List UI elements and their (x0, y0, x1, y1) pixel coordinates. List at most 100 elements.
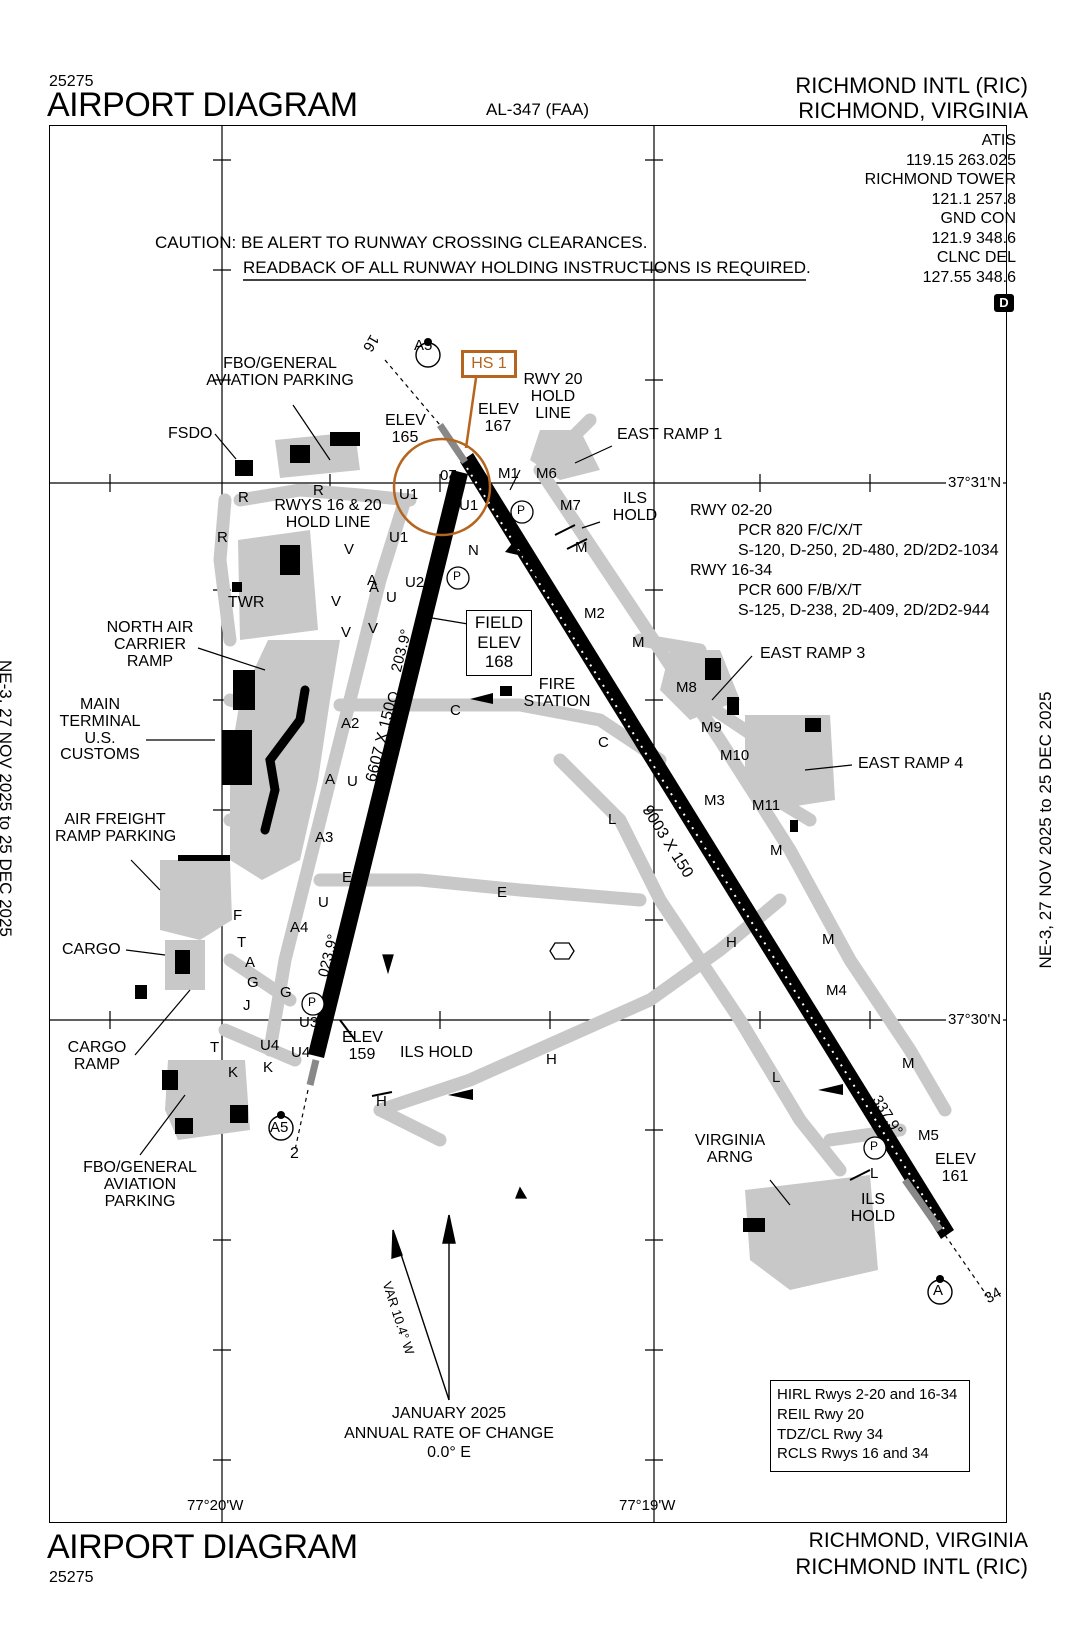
taxiway-U-3: U (318, 894, 329, 911)
runways (308, 453, 954, 1239)
taxiway-M3: M3 (704, 792, 725, 809)
taxiway-H-west: H (376, 1093, 387, 1110)
airport-name-bottom: RICHMOND INTL (RIC) (795, 1554, 1028, 1579)
taxiway-R-3: R (217, 529, 228, 546)
hotspot-circle (392, 437, 492, 537)
east-ramp-1: EAST RAMP 1 (617, 426, 723, 443)
atis-label: ATIS (981, 132, 1016, 149)
taxiway-G-2: G (280, 984, 292, 1001)
caution-line-2: READBACK OF ALL RUNWAY HOLDING INSTRUCTI… (243, 258, 811, 277)
caution-line-1: CAUTION: BE ALERT TO RUNWAY CROSSING CLE… (155, 233, 648, 252)
virginia-arng: VIRGINIA ARNG (694, 1132, 766, 1166)
taxiway-M9: M9 (701, 719, 722, 736)
taxiway-V-4: V (368, 620, 379, 637)
taxiway-A-circle: A (933, 1282, 944, 1299)
taxiway-E-west: E (342, 869, 353, 886)
rwys-16-20-hold-line: RWYS 16 & 20 HOLD LINE (274, 497, 382, 531)
taxiway-U1-east: U1 (459, 497, 479, 514)
main-terminal-customs: MAIN TERMINAL U.S. CUSTOMS (59, 696, 141, 764)
leader-lines (125, 404, 853, 1206)
taxiway-R-1: R (313, 482, 324, 499)
tower-freq: 121.1 257.8 (931, 190, 1016, 208)
taxiway-H-east: H (726, 934, 737, 951)
taxiway-L-2: L (772, 1069, 781, 1086)
taxiway-E: E (497, 884, 508, 901)
lon-west: 77°20'W (187, 1497, 244, 1514)
taxiway-U4-2: U4 (291, 1044, 311, 1061)
taxiway-U2: U2 (405, 574, 425, 591)
symbols (382, 942, 575, 1199)
hotspot-hs1[interactable]: HS 1 (461, 350, 517, 378)
taxiway-T: T (210, 1039, 220, 1056)
taxiway-U-1: U (386, 589, 397, 606)
title-bottom: AIRPORT DIAGRAM (47, 1528, 358, 1566)
taxiway-A: A (325, 771, 336, 788)
rwy2-title: RWY 16-34 (690, 562, 773, 579)
doc-number-bottom: 25275 (49, 1569, 94, 1586)
fire-station: FIRE STATION (523, 676, 591, 710)
chart-frame (49, 125, 1007, 1523)
taxiway-M4: M4 (826, 982, 847, 999)
ils-hold-southwest: ILS HOLD (400, 1044, 473, 1061)
lon-east: 77°19'W (619, 1497, 676, 1514)
taxiway-V-3: V (341, 624, 352, 641)
taxiway-M7: M7 (560, 497, 581, 514)
taxiway-M2: M2 (584, 605, 605, 622)
terminal-concourse (260, 685, 310, 835)
clnc-label: CLNC DEL (936, 249, 1016, 267)
east-ramp-3: EAST RAMP 3 (760, 645, 866, 662)
lat-north: 37°31'N (946, 474, 1004, 491)
doc-number-top: 25275 (49, 73, 94, 90)
parking-P-1: P (517, 503, 526, 517)
taxiway-L-1: L (608, 811, 617, 828)
runway-end-2: 2 (290, 1145, 299, 1162)
rwy1-title: RWY 02-20 (690, 502, 773, 519)
lat-south: 37°30'N (946, 1011, 1004, 1028)
runway-02-20 (308, 470, 468, 1058)
taxiway-R-2: R (238, 489, 249, 506)
ils-hold-southeast: ILS HOLD (850, 1191, 896, 1225)
elev-167: ELEV 167 (478, 401, 519, 435)
clnc-freq: 127.55 348.6 (922, 268, 1016, 286)
buildings (135, 432, 821, 1232)
taxiway-V-2: V (331, 593, 342, 610)
elev-161: ELEV 161 (935, 1151, 976, 1185)
atis-freq: 119.15 263.025 (905, 151, 1016, 169)
taxiway-K-2: K (263, 1059, 274, 1076)
taxiway-L-3: L (870, 1165, 879, 1182)
taxiway-A4: A4 (290, 919, 309, 936)
taxiway-M-3: M (770, 842, 783, 859)
north-arrow (391, 1214, 456, 1401)
taxiway-J: J (243, 997, 251, 1014)
taxiway-A-south: A (245, 954, 256, 971)
taxiway-M-2: M (632, 634, 645, 651)
taxiway-M8: M8 (676, 679, 697, 696)
rwy2-pcr: PCR 600 F/B/X/T (738, 582, 862, 599)
taxiway-A2: A2 (341, 715, 360, 732)
cargo-label: CARGO (62, 941, 121, 958)
field-elevation-box: FIELD ELEV 168 (466, 610, 532, 676)
taxiway-K-1: K (228, 1064, 239, 1081)
airport-name-top: RICHMOND INTL (RIC) (795, 73, 1028, 98)
taxiway-C-west: C (387, 689, 398, 706)
approach-lights (294, 359, 991, 1301)
taxiway-F: F (233, 907, 243, 924)
taxiway-A5-south: A5 (270, 1119, 289, 1136)
runway-end-20: 20 (440, 465, 457, 483)
annual-rate-of-change: JANUARY 2025 ANNUAL RATE OF CHANGE 0.0° … (344, 1405, 554, 1462)
tower-label: TWR (228, 594, 265, 611)
taxiway-A3: A3 (315, 829, 334, 846)
taxiway-N: N (468, 542, 479, 559)
elev-159: ELEV 159 (342, 1029, 383, 1063)
ils-hold-north: ILS HOLD (612, 490, 658, 524)
city-state-top: RICHMOND, VIRGINIA (798, 98, 1028, 123)
taxiway-M1: M1 (498, 465, 519, 482)
gnd-freq: 121.9 348.6 (931, 229, 1016, 247)
parking-P-2: P (453, 569, 462, 583)
north-air-carrier-ramp: NORTH AIR CARRIER RAMP (106, 619, 194, 670)
taxiway-M11: M11 (752, 797, 781, 814)
taxiway-M6: M6 (536, 465, 557, 482)
windcones (448, 540, 843, 1100)
d-badge: D (994, 294, 1014, 312)
